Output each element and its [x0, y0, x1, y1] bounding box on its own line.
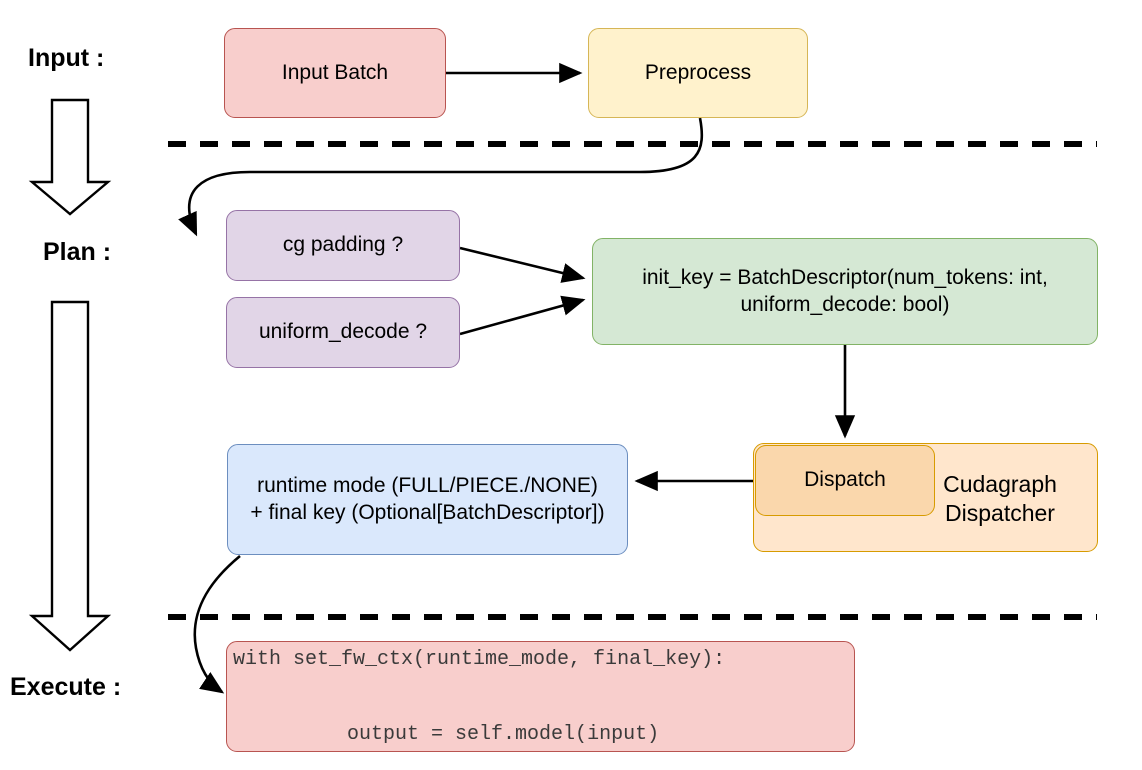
node-execute-code-line1: with set_fw_ctx(runtime_mode, final_key)…: [233, 647, 726, 671]
stage-label-execute: Execute :: [10, 673, 122, 701]
edge-runtime-mode-to-execute-code: [193, 554, 241, 694]
node-cg-padding[interactable]: cg padding ?: [226, 210, 460, 281]
node-preprocess[interactable]: Preprocess: [588, 28, 808, 118]
node-uniform-decode-label: uniform_decode ?: [258, 320, 428, 344]
node-cg-padding-label: cg padding ?: [282, 233, 404, 257]
node-execute-code-line2: output = self.model(input): [299, 722, 660, 746]
node-dispatch[interactable]: Dispatch: [755, 445, 935, 516]
big-arrow-plan-to-execute: [28, 300, 112, 652]
stage-label-plan: Plan :: [43, 238, 112, 266]
node-input-batch[interactable]: Input Batch: [224, 28, 446, 118]
node-runtime-mode[interactable]: runtime mode (FULL/PIECE./NONE) + final …: [227, 444, 628, 555]
edge-preprocess-to-cg-padding: [178, 117, 704, 237]
node-dispatch-label: Dispatch: [804, 468, 886, 492]
node-cudagraph-dispatcher-line2: Dispatcher: [945, 499, 1055, 526]
node-input-batch-label: Input Batch: [281, 60, 389, 84]
node-preprocess-label: Preprocess: [644, 60, 752, 84]
big-arrow-input-to-plan: [28, 98, 112, 216]
stage-label-input: Input :: [28, 44, 105, 72]
node-cudagraph-dispatcher-line1: Cudagraph: [943, 471, 1057, 497]
node-runtime-mode-line1: runtime mode (FULL/PIECE./NONE): [257, 474, 598, 498]
node-init-key[interactable]: init_key = BatchDescriptor(num_tokens: i…: [592, 238, 1098, 345]
node-init-key-line1: init_key = BatchDescriptor(num_tokens: i…: [642, 266, 1048, 290]
node-init-key-line2: uniform_decode: bool): [740, 292, 950, 316]
node-execute-code[interactable]: with set_fw_ctx(runtime_mode, final_key)…: [226, 641, 855, 752]
edge-uniform-decode-to-init-key: [459, 295, 586, 336]
edge-cg-padding-to-init-key: [459, 246, 586, 283]
node-uniform-decode[interactable]: uniform_decode ?: [226, 297, 460, 368]
node-runtime-mode-line2: + final key (Optional[BatchDescriptor]): [250, 500, 605, 524]
